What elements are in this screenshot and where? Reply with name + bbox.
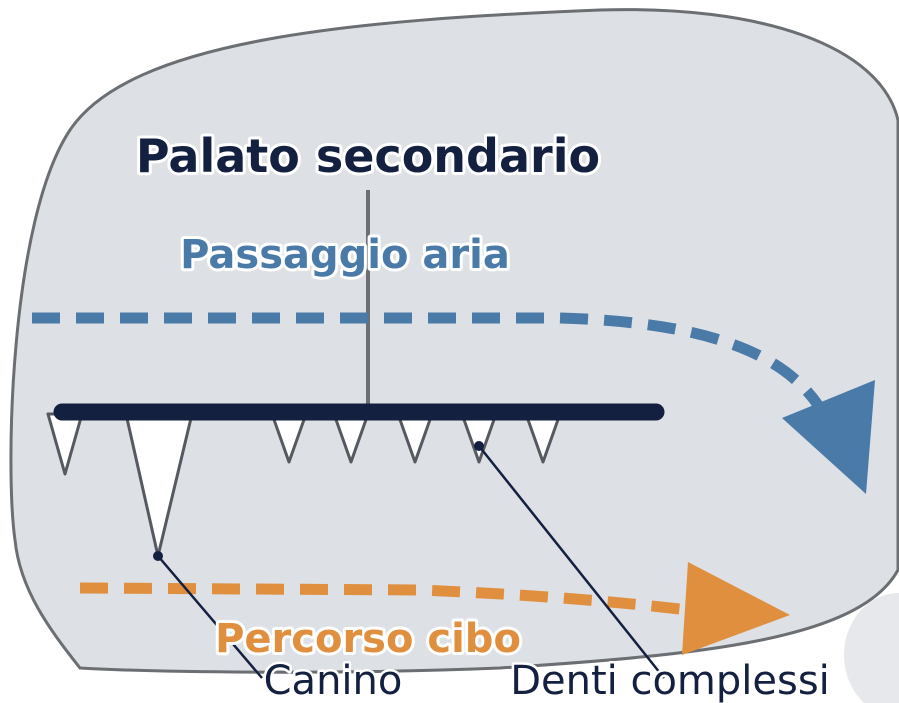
complex-teeth-leader-line (478, 445, 665, 679)
air-arrowhead (782, 380, 875, 494)
food-path-label: Percorso cibo (215, 616, 521, 662)
secondary-palate-label: Palato secondario (136, 129, 600, 183)
food-arrowhead (682, 562, 790, 655)
complex-teeth-label: Denti complessi (510, 658, 830, 703)
edge-blob (844, 593, 899, 703)
food-path-arrow (79, 582, 689, 616)
canine-leader-dot (153, 551, 163, 561)
canine-label: Canino (264, 658, 403, 703)
head-outline (9, 8, 899, 674)
air-passage-label: Passaggio aria (180, 232, 510, 278)
canine-leader-line (157, 555, 263, 679)
complex-teeth-leader-dot (474, 441, 484, 451)
